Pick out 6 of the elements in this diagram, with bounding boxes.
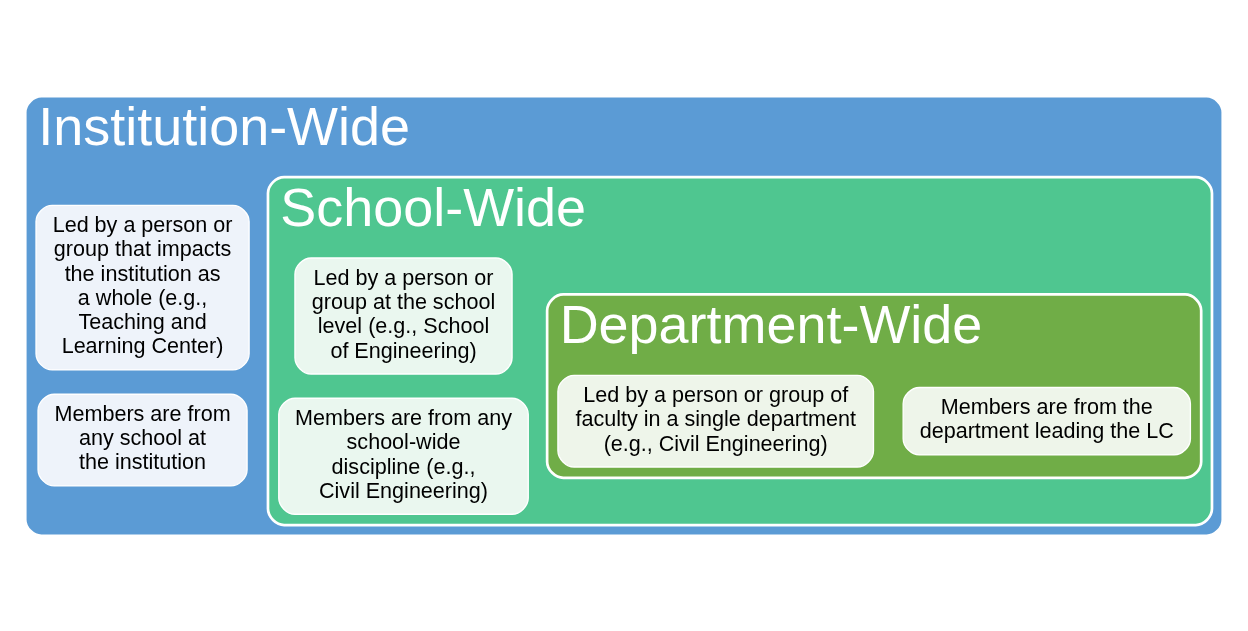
node-box: Led by a person or group that impacts the institution as a whole (e.g., Teaching and Learning Center): [35, 204, 250, 371]
node-box: Members are from any school-wide discipline (e.g., Civil Engineering): [278, 397, 529, 515]
node-box: Led by a person or group at the school level (e.g., School of Engineering): [294, 256, 513, 375]
node-box: Led by a person or group of faculty in a single department (e.g., Civil Engineering): [557, 374, 875, 468]
node-box: Members are from any school at the institution: [37, 393, 248, 487]
node-box: Members are from the department leading the LC: [902, 386, 1192, 456]
